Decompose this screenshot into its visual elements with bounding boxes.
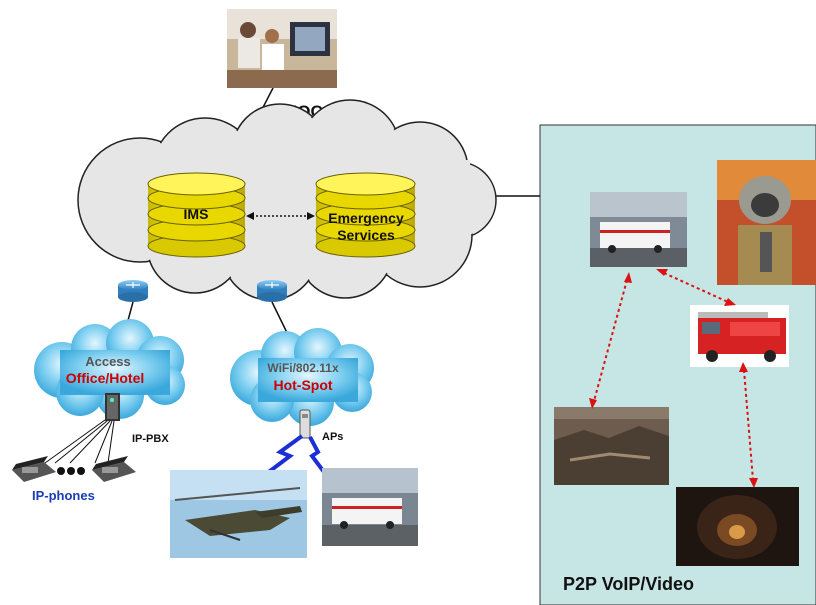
router-icon [118, 280, 148, 302]
phone-wires [44, 419, 115, 464]
ambulance-photo [590, 192, 687, 267]
p2p-links [593, 272, 754, 481]
ip-pbx-icon [105, 393, 120, 421]
noc-photo [227, 9, 337, 88]
access-point-icon [299, 409, 311, 439]
p2p-arrowheads [589, 269, 758, 488]
wifi-hotspot-cloud [230, 328, 374, 426]
wireless-link-icon [308, 436, 326, 474]
office-hotel-label: Office/Hotel [66, 370, 145, 386]
hotspot-label: Hot-Spot [273, 377, 332, 393]
ip-pbx-label: IP-PBX [132, 433, 169, 445]
ims-database [147, 172, 246, 258]
collapsed-building-photo [554, 407, 669, 485]
wireless-link-icon [256, 434, 304, 482]
router-icon [257, 280, 287, 302]
emergency-services-database [315, 172, 416, 258]
access-label: Access [85, 354, 131, 369]
ip-phones-label: IP-phones [32, 488, 95, 503]
aps-label: APs [322, 431, 343, 443]
helicopter-photo [170, 470, 307, 558]
fire-truck-photo [690, 305, 789, 367]
access-office-cloud [34, 319, 185, 419]
firefighter-photo [717, 160, 816, 285]
wifi-label: WiFi/802.11x [267, 361, 339, 375]
emergency-services-label-line1: Emergency [328, 210, 404, 226]
ip-phone-icon [12, 456, 56, 482]
tunnel-photo [676, 487, 799, 566]
ims-emergency-link [246, 212, 315, 220]
p2p-label: P2P VoIP/Video [563, 574, 694, 594]
emergency-services-label-line2: Services [337, 227, 395, 243]
ellipsis-dots [57, 467, 85, 475]
ip-phone-icon [92, 456, 136, 482]
ambulance-photo [322, 468, 418, 546]
ims-label: IMS [184, 206, 209, 222]
